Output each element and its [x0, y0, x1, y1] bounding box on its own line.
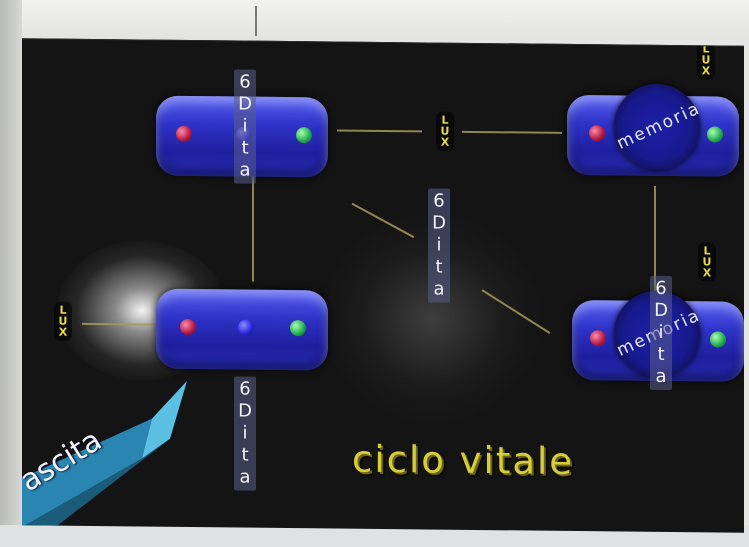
wire-diag-2: [481, 289, 551, 334]
cell-mid-left: [156, 288, 328, 371]
red-sphere-icon: [176, 125, 192, 142]
arrow-icon: [22, 380, 187, 533]
wire-diag-1: [351, 202, 415, 239]
green-sphere-icon: [710, 331, 726, 348]
blue-sphere-icon: [238, 319, 254, 336]
frame-top: [0, 0, 749, 40]
frame-marker: [255, 6, 257, 36]
wire-left-lux: [82, 322, 157, 326]
green-sphere-icon: [296, 127, 312, 144]
red-sphere-icon: [590, 330, 606, 347]
caption-3d-text: ciclo vitale: [352, 437, 575, 484]
green-sphere-icon: [290, 320, 306, 337]
wire-top: [337, 129, 422, 133]
wire-left-vertical: [252, 171, 254, 282]
red-sphere-icon: [589, 125, 605, 142]
red-sphere-icon: [180, 318, 196, 336]
wire-top-right: [462, 130, 562, 134]
frame-left: [0, 0, 22, 547]
memory-ring-top: memoria: [614, 83, 704, 171]
